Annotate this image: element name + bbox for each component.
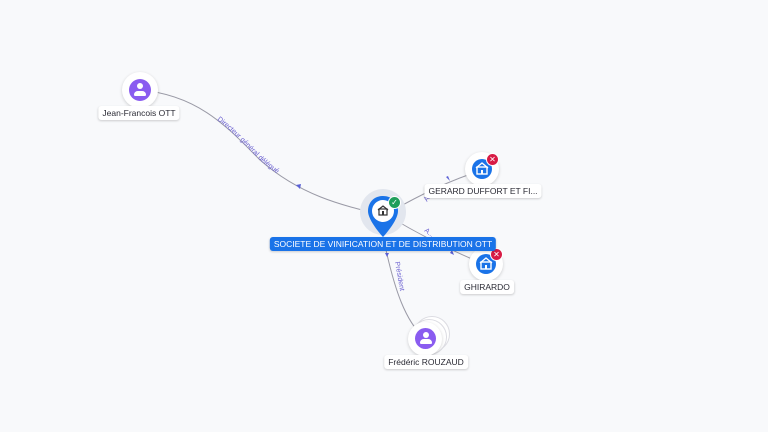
node-label-frederic: Frédéric ROUZAUD xyxy=(384,355,468,369)
node-label-main: SOCIETE DE VINIFICATION ET DE DISTRIBUTI… xyxy=(269,237,497,251)
arrow-jf xyxy=(296,184,301,189)
arrow-gerard xyxy=(446,176,450,181)
node-label-ghirardo: GHIRARDO xyxy=(460,280,514,294)
node-label-jf: Jean-Francois OTT xyxy=(98,106,180,120)
closed-badge-icon: ✕ xyxy=(490,248,503,261)
node-label-gerard: GERARD DUFFORT ET FI... xyxy=(424,184,542,198)
person-icon xyxy=(129,79,151,101)
arrow-ghirardo xyxy=(450,250,454,255)
edge-label-frederic: Président xyxy=(393,261,405,291)
active-badge-icon: ✓ xyxy=(388,196,401,209)
closed-badge-icon: ✕ xyxy=(486,153,499,166)
edge-label-jf: Directeur général délégué xyxy=(216,116,280,175)
person-icon xyxy=(415,328,436,349)
edge-jf-main[interactable] xyxy=(139,89,384,216)
arrow-frederic xyxy=(385,253,389,257)
